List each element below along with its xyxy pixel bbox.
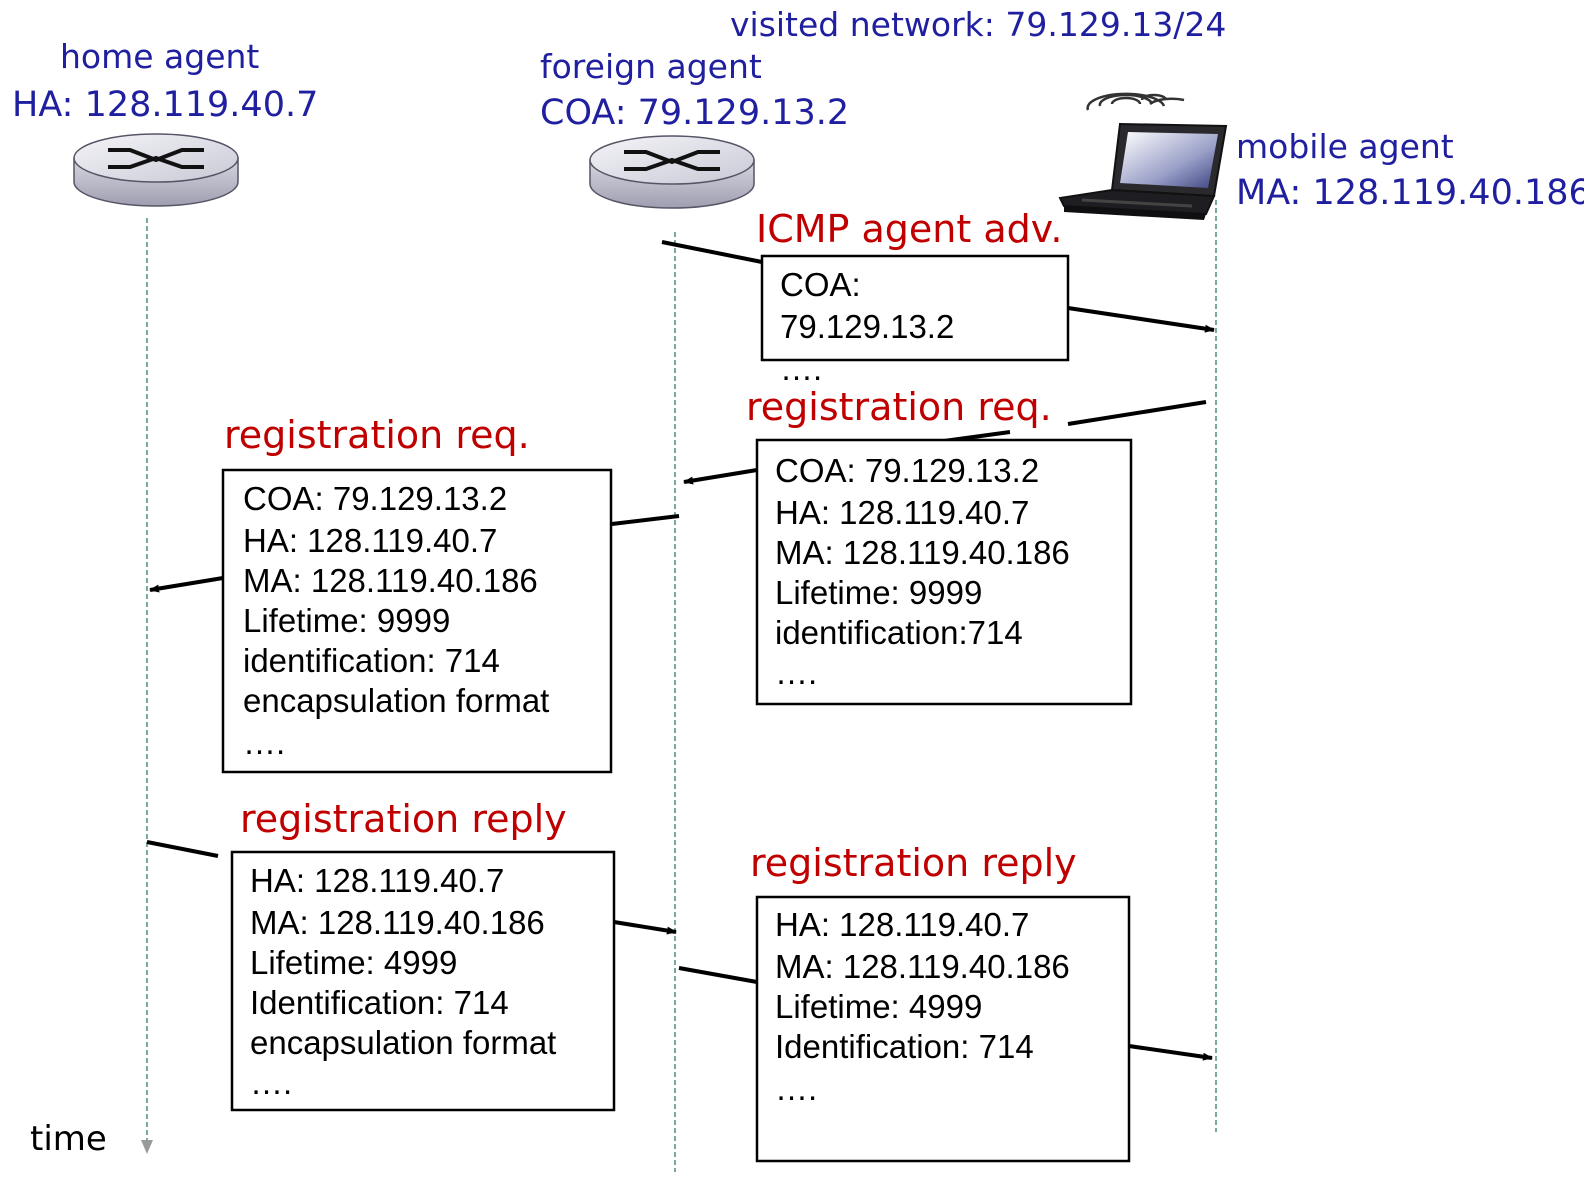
box-line: identification: 714 [243, 642, 500, 679]
box-line: MA: 128.119.40.186 [775, 948, 1070, 985]
icmp-adv-arrow [1067, 306, 1215, 333]
box-line: Identification: 714 [250, 984, 509, 1021]
reg-req-ha-arrow [149, 576, 224, 593]
reg-reply-ma-arrow [1128, 1044, 1213, 1061]
router-icon [73, 133, 239, 207]
reg-reply-ha-box [230, 850, 616, 1112]
box-line: …. [775, 654, 817, 691]
reg-req-ha-label: registration req. [224, 413, 530, 457]
box-line: Lifetime: 4999 [250, 944, 457, 981]
reg-req-fa-label: registration req. [746, 385, 1052, 429]
mobile-agent-address: MA: 128.119.40.186 [1236, 173, 1584, 213]
reg-reply-ha-arrow [613, 920, 677, 935]
box-line: identification:714 [775, 614, 1023, 651]
reg-reply-ha-label: registration reply [240, 797, 567, 841]
box-line: HA: 128.119.40.7 [250, 862, 504, 899]
box-line: COA: 79.129.13.2 [775, 452, 1039, 489]
reg-reply-ha-line-in [146, 840, 219, 858]
reg-req-fa-arrow [683, 468, 758, 485]
router-icon [589, 135, 755, 209]
home-agent-title: home agent [60, 37, 259, 76]
box-line: …. [250, 1064, 292, 1101]
box-line: MA: 128.119.40.186 [775, 534, 1070, 571]
mobile-agent-title: mobile agent [1236, 127, 1454, 166]
box-line: encapsulation format [243, 682, 549, 719]
wifi-signal-icon [1086, 92, 1185, 111]
box-line: Lifetime: 9999 [775, 574, 982, 611]
box-line: HA: 128.119.40.7 [775, 906, 1029, 943]
time-arrow [141, 1140, 153, 1154]
laptop-icon [1058, 122, 1228, 220]
icmp-adv-box [760, 254, 1070, 362]
foreign-agent-address: COA: 79.129.13.2 [540, 93, 849, 133]
reg-req-fa-line-in [1067, 400, 1207, 426]
icmp-adv-line-in [661, 240, 763, 264]
reg-req-ha-box [221, 468, 613, 774]
icmp-adv-label: ICMP agent adv. [756, 207, 1062, 251]
box-line: 79.129.13.2 [780, 308, 954, 345]
box-line: Lifetime: 4999 [775, 988, 982, 1025]
reg-req-fa-box [755, 438, 1133, 706]
box-line: Identification: 714 [775, 1028, 1034, 1065]
box-line: HA: 128.119.40.7 [775, 494, 1029, 531]
reg-reply-ma-line-in [678, 966, 758, 984]
box-line: …. [243, 724, 285, 761]
box-line: …. [780, 350, 822, 387]
box-line: encapsulation format [250, 1024, 556, 1061]
box-line: COA: [780, 266, 861, 303]
reg-req-ha-line-in [611, 514, 680, 526]
reg-reply-ma-box [755, 895, 1131, 1163]
home-agent-address: HA: 128.119.40.7 [12, 85, 318, 125]
box-line: Lifetime: 9999 [243, 602, 450, 639]
reg-reply-ma-label: registration reply [750, 841, 1077, 885]
box-line: MA: 128.119.40.186 [250, 904, 545, 941]
time-axis-label: time [30, 1119, 107, 1159]
visited-network-label: visited network: 79.129.13/24 [730, 5, 1226, 44]
box-line: HA: 128.119.40.7 [243, 522, 497, 559]
box-line: …. [775, 1070, 817, 1107]
box-line: MA: 128.119.40.186 [243, 562, 538, 599]
foreign-agent-title: foreign agent [540, 47, 762, 86]
box-line: COA: 79.129.13.2 [243, 480, 507, 517]
